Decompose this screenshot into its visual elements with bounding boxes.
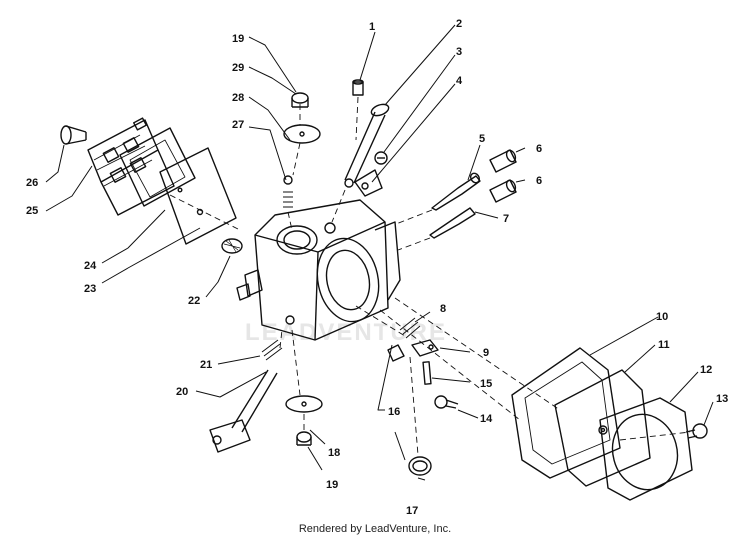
part-18-throttle-plate[interactable] xyxy=(285,395,323,413)
callout-22: 22 xyxy=(188,295,200,307)
part-23-diaphragm[interactable] xyxy=(159,147,237,245)
part-4-throttle-lever[interactable] xyxy=(354,169,383,197)
callout-4: 4 xyxy=(456,75,463,87)
callout-11: 11 xyxy=(658,339,670,351)
callout-28: 28 xyxy=(232,92,244,104)
part-16-inlet-needle[interactable] xyxy=(387,344,405,362)
part-6-spring-a[interactable] xyxy=(489,149,517,173)
part-14-screw[interactable] xyxy=(434,395,459,409)
callout-5: 5 xyxy=(479,133,485,145)
part-12-diaphragm-cover[interactable] xyxy=(599,397,693,501)
callout-3: 3 xyxy=(456,46,462,58)
part-7-needle[interactable] xyxy=(429,207,476,239)
callout-25: 25 xyxy=(26,205,38,217)
part-10-gasket[interactable] xyxy=(511,347,621,479)
part-8-spring[interactable] xyxy=(399,317,421,339)
callout-17: 17 xyxy=(406,505,418,517)
callout-10: 10 xyxy=(656,311,668,323)
part-2-throttle-shaft[interactable] xyxy=(344,102,390,188)
callout-27: 27 xyxy=(232,119,244,131)
part-27-spring[interactable] xyxy=(283,191,293,208)
part-19-screw-bottom[interactable] xyxy=(296,431,312,446)
part-21-spring[interactable] xyxy=(261,339,283,361)
part-11-diaphragm[interactable] xyxy=(554,369,651,487)
part-6-spring-b[interactable] xyxy=(489,179,517,203)
callout-1: 1 xyxy=(369,21,375,33)
callout-7: 7 xyxy=(503,213,509,225)
callout-14: 14 xyxy=(480,413,493,425)
callout-13: 13 xyxy=(716,393,728,405)
callout-8: 8 xyxy=(440,303,446,315)
part-24-gasket[interactable] xyxy=(119,127,196,207)
footer-credit: Rendered by LeadVenture, Inc. xyxy=(298,523,452,535)
carburetor-body[interactable] xyxy=(236,199,401,341)
callout-2: 2 xyxy=(456,18,462,30)
callout-6b: 6 xyxy=(536,175,542,187)
part-28-detent-ball[interactable] xyxy=(283,175,293,185)
callout-19-bottom: 19 xyxy=(326,479,338,491)
callout-19-top: 19 xyxy=(232,33,244,45)
callout-21: 21 xyxy=(200,359,212,371)
callout-23: 23 xyxy=(84,283,96,295)
callout-labels: 1 2 3 4 5 6 6 7 8 9 10 11 12 13 14 15 16… xyxy=(26,18,728,517)
part-3-screw[interactable] xyxy=(374,151,388,165)
callout-18: 18 xyxy=(328,447,340,459)
callout-29: 29 xyxy=(232,62,244,74)
callout-24: 24 xyxy=(84,260,97,272)
part-17-welch-plug[interactable] xyxy=(408,456,432,476)
leader-lines xyxy=(45,24,714,481)
part-1-plug[interactable] xyxy=(352,79,364,96)
part-25-fuel-pump-cover[interactable] xyxy=(87,117,175,216)
callout-16: 16 xyxy=(388,406,400,418)
part-20-choke-shaft[interactable] xyxy=(209,369,278,453)
callout-15: 15 xyxy=(480,378,492,390)
part-5-needle[interactable] xyxy=(431,172,481,211)
callout-6a: 6 xyxy=(536,143,542,155)
part-26-screw[interactable] xyxy=(60,125,87,145)
callout-20: 20 xyxy=(176,386,188,398)
part-9-metering-lever[interactable] xyxy=(411,339,439,357)
part-13-screw[interactable] xyxy=(685,423,708,439)
part-22-inlet-screen[interactable] xyxy=(221,238,243,254)
callout-9: 9 xyxy=(483,347,489,359)
callout-12: 12 xyxy=(700,364,712,376)
part-29-choke-plate[interactable] xyxy=(283,124,321,144)
callout-26: 26 xyxy=(26,177,38,189)
part-15-pin[interactable] xyxy=(422,361,432,385)
